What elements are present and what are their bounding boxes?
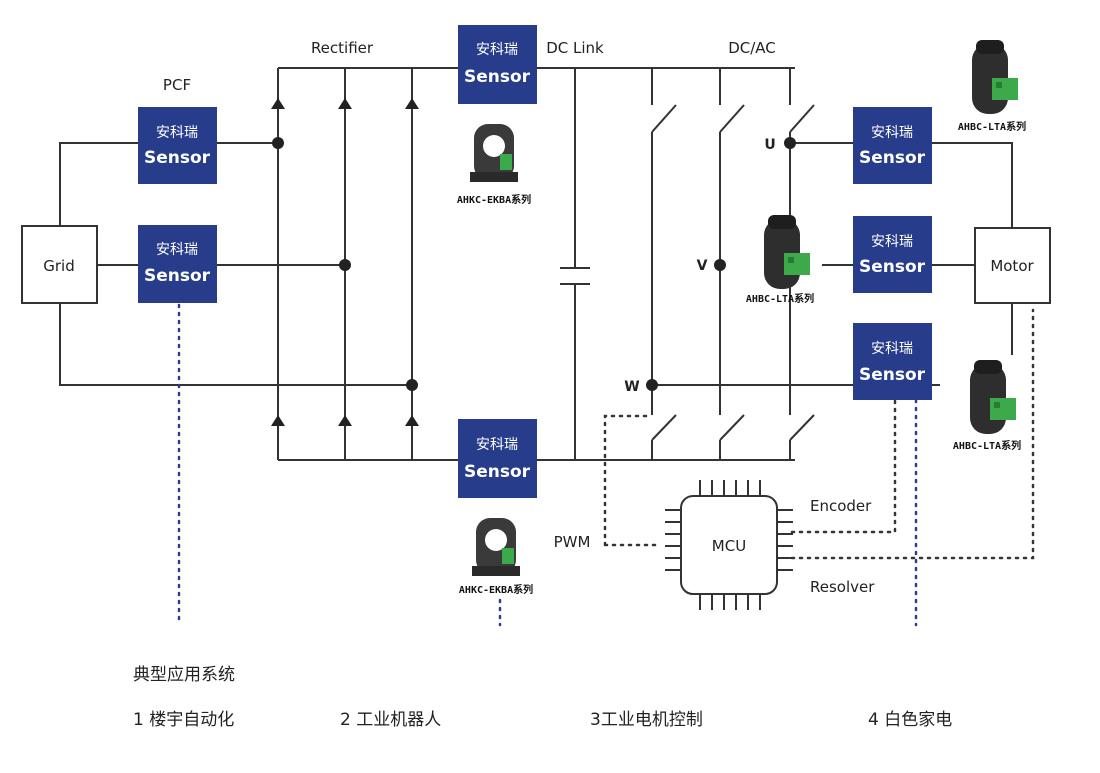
phase-u-label: U xyxy=(764,137,775,153)
sensor-pcf-1: 安科瑞 Sensor xyxy=(138,107,217,184)
product-ahkc-top: AHKC-EKBA系列 xyxy=(457,124,531,206)
switch-w-bottom xyxy=(651,414,677,441)
resolver-label: Resolver xyxy=(810,578,875,596)
caption-ahbc-bottomright: AHBC-LTA系列 xyxy=(953,439,1021,452)
signal-lines xyxy=(177,303,1035,627)
caption-ahbc-topright: AHBC-LTA系列 xyxy=(958,120,1026,133)
product-ahbc-bottomright: AHBC-LTA系列 xyxy=(953,360,1021,452)
junction-dots xyxy=(272,137,796,391)
svg-text:Sensor: Sensor xyxy=(859,257,926,277)
dotted-resolver xyxy=(790,308,1035,560)
pcf-label: PCF xyxy=(163,76,191,94)
diode-upper-2 xyxy=(338,98,352,109)
mcu-label: MCU xyxy=(712,537,746,555)
svg-text:安科瑞: 安科瑞 xyxy=(476,437,518,453)
svg-text:Sensor: Sensor xyxy=(144,148,211,168)
switch-v-top xyxy=(719,104,745,133)
svg-text:安科瑞: 安科瑞 xyxy=(871,125,913,141)
footer-item-1: 1 楼宇自动化 xyxy=(133,710,234,730)
mcu-chip: MCU xyxy=(665,480,793,610)
svg-text:安科瑞: 安科瑞 xyxy=(156,242,198,258)
dc-link-capacitor xyxy=(560,267,590,285)
rectifier-diodes xyxy=(271,98,419,426)
caption-ahkc-top: AHKC-EKBA系列 xyxy=(457,193,531,206)
encoder-label: Encoder xyxy=(810,497,872,515)
switch-u-top xyxy=(789,104,815,133)
motor-label: Motor xyxy=(990,257,1034,275)
sensor-dc-top: 安科瑞 Sensor xyxy=(458,25,537,104)
product-ahkc-bottom: AHKC-EKBA系列 xyxy=(459,518,533,596)
diode-upper-3 xyxy=(405,98,419,109)
svg-text:Sensor: Sensor xyxy=(464,462,531,482)
dc-link-label: DC Link xyxy=(546,39,604,57)
phase-w-label: W xyxy=(624,379,639,395)
diode-upper-1 xyxy=(271,98,285,109)
dotted-pwm xyxy=(603,414,662,547)
switch-v-bottom xyxy=(719,414,745,441)
sensor-phase-v: 安科瑞 Sensor xyxy=(853,216,932,293)
svg-text:安科瑞: 安科瑞 xyxy=(476,42,518,58)
diode-lower-1 xyxy=(271,415,285,426)
svg-text:Sensor: Sensor xyxy=(144,266,211,286)
motor-box: Motor xyxy=(974,227,1051,304)
svg-text:Sensor: Sensor xyxy=(859,365,926,385)
footer-item-3: 3工业电机控制 xyxy=(590,710,703,730)
phase-v-label: V xyxy=(697,258,708,274)
sensor-phase-w: 安科瑞 Sensor xyxy=(853,323,932,400)
rectifier-label: Rectifier xyxy=(311,39,374,57)
caption-ahbc-middle: AHBC-LTA系列 xyxy=(746,292,814,305)
svg-text:安科瑞: 安科瑞 xyxy=(871,234,913,250)
svg-text:Sensor: Sensor xyxy=(859,148,926,168)
product-ahbc-middle: AHBC-LTA系列 xyxy=(746,215,814,305)
dc-ac-label: DC/AC xyxy=(728,39,776,57)
grid-label: Grid xyxy=(43,257,74,275)
diode-lower-3 xyxy=(405,415,419,426)
sensor-dc-bottom: 安科瑞 Sensor xyxy=(458,419,537,498)
dotted-encoder xyxy=(790,398,897,534)
grid-box: Grid xyxy=(21,225,98,304)
diode-lower-2 xyxy=(338,415,352,426)
wire-grid-phase3 xyxy=(59,303,412,386)
product-ahbc-topright: AHBC-LTA系列 xyxy=(958,40,1026,133)
footer-item-2: 2 工业机器人 xyxy=(340,710,441,730)
switch-w-top xyxy=(651,104,677,133)
sensor-phase-u: 安科瑞 Sensor xyxy=(853,107,932,184)
footer-item-4: 4 白色家电 xyxy=(868,710,952,730)
caption-ahkc-bottom: AHKC-EKBA系列 xyxy=(459,583,533,596)
svg-text:安科瑞: 安科瑞 xyxy=(156,125,198,141)
footer-title: 典型应用系统 xyxy=(133,665,235,685)
switch-u-bottom xyxy=(789,414,815,441)
pwm-label: PWM xyxy=(554,533,591,551)
sensor-pcf-2: 安科瑞 Sensor xyxy=(138,225,217,303)
svg-text:Sensor: Sensor xyxy=(464,67,531,87)
svg-text:安科瑞: 安科瑞 xyxy=(871,341,913,357)
